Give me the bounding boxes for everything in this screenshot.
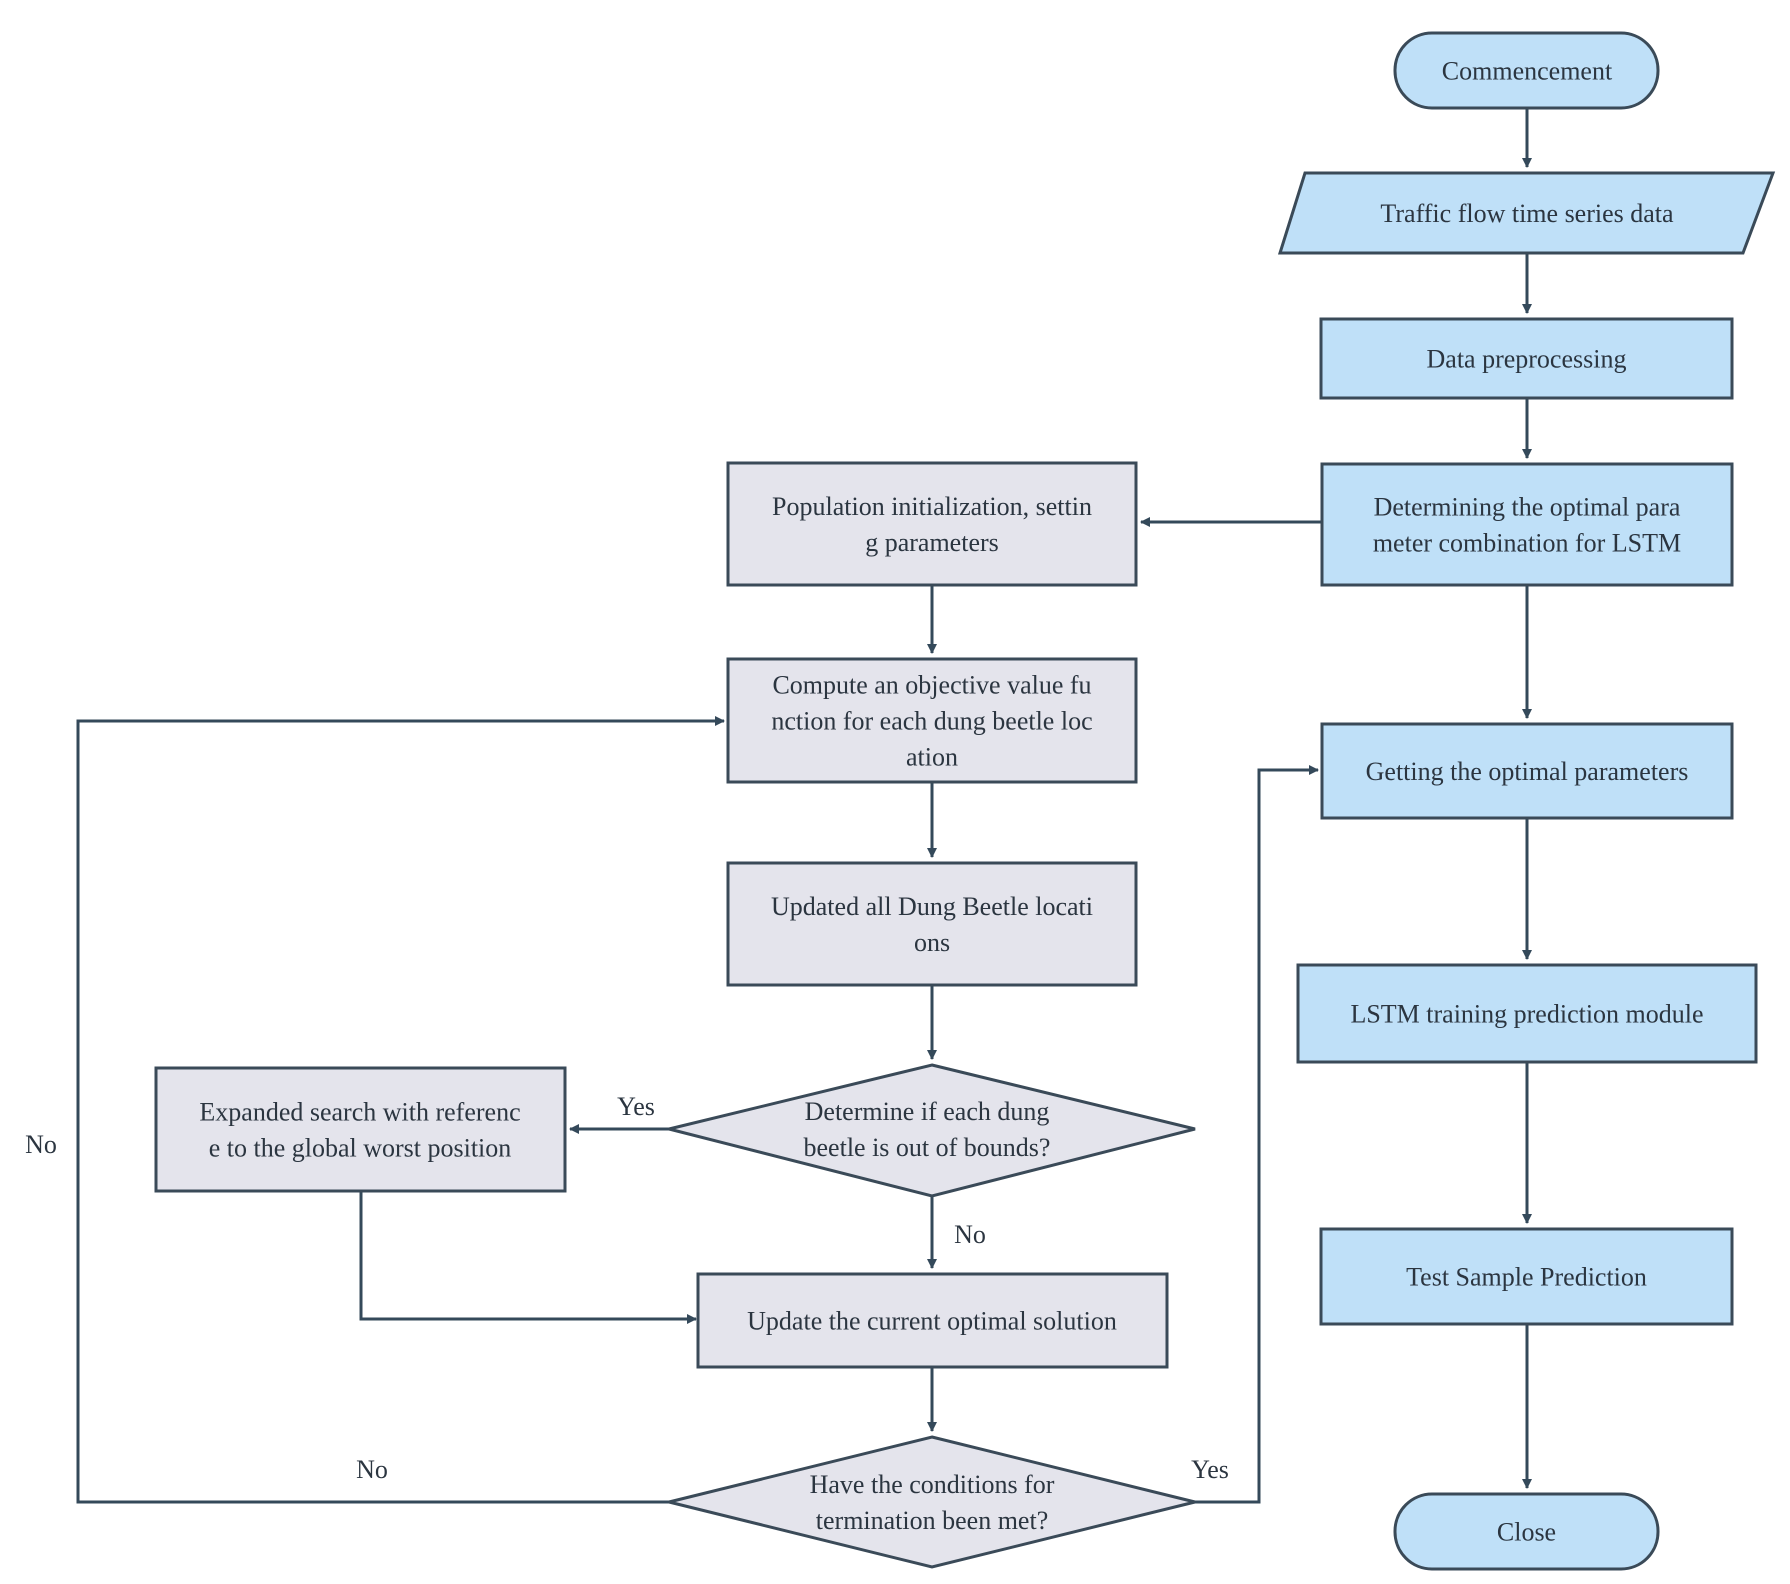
node-label-line: Determine if each dung bbox=[805, 1097, 1050, 1126]
node-label-line: LSTM training prediction module bbox=[1350, 1000, 1703, 1029]
node-termination[interactable]: Have the conditions for termination been … bbox=[668, 1435, 1196, 1569]
node-label-line: Expanded search with referenc bbox=[199, 1098, 520, 1127]
node-expanded-search[interactable]: Expanded search with referenc e to the gl… bbox=[154, 1066, 567, 1193]
node-label-line: Have the conditions for bbox=[810, 1470, 1055, 1499]
node-traffic-data[interactable]: Traffic flow time series data bbox=[1277, 171, 1776, 255]
node-label-line: beetle is out of bounds? bbox=[804, 1133, 1051, 1162]
arrow-expanded-to-update-optimal bbox=[359, 1191, 697, 1324]
node-label-line: Update the current optimal solution bbox=[747, 1307, 1117, 1336]
node-label-line: Data preprocessing bbox=[1427, 345, 1627, 374]
node-determine-params[interactable]: Determining the optimal para meter combin… bbox=[1320, 462, 1734, 587]
node-label-line: Compute an objective value fu bbox=[772, 671, 1091, 700]
node-population-init[interactable]: Population initialization, settin g param… bbox=[726, 461, 1138, 587]
label-termination-no: No bbox=[356, 1455, 388, 1484]
node-label-line: nction for each dung beetle loc bbox=[771, 707, 1092, 736]
node-label-line: Test Sample Prediction bbox=[1406, 1263, 1647, 1292]
label-termination-yes: Yes bbox=[1191, 1455, 1229, 1484]
node-label-line: Population initialization, settin bbox=[772, 492, 1092, 521]
connectors bbox=[76, 108, 1532, 1504]
node-close[interactable]: Close bbox=[1393, 1492, 1660, 1571]
node-commencement[interactable]: Commencement bbox=[1393, 31, 1660, 110]
node-label-line: termination been met? bbox=[816, 1506, 1048, 1535]
node-compute-objective[interactable]: Compute an objective value fu nction for … bbox=[726, 657, 1138, 784]
arrow-termination-no-loop bbox=[76, 716, 725, 1504]
node-label-line: g parameters bbox=[865, 528, 999, 557]
node-label-line: Traffic flow time series data bbox=[1380, 199, 1674, 228]
node-test-prediction[interactable]: Test Sample Prediction bbox=[1319, 1227, 1734, 1326]
node-label-line: Commencement bbox=[1442, 57, 1613, 86]
node-label-line: e to the global worst position bbox=[209, 1134, 512, 1163]
node-label-line: Getting the optimal parameters bbox=[1366, 757, 1689, 786]
label-loop-no: No bbox=[25, 1130, 57, 1159]
node-label-line: meter combination for LSTM bbox=[1373, 529, 1681, 558]
node-label-line: Determining the optimal para bbox=[1374, 493, 1681, 522]
node-out-of-bounds[interactable]: Determine if each dung beetle is out of b… bbox=[668, 1063, 1196, 1198]
node-update-locations[interactable]: Updated all Dung Beetle locati ons bbox=[726, 861, 1138, 987]
label-bounds-no: No bbox=[954, 1220, 986, 1249]
node-update-optimal[interactable]: Update the current optimal solution bbox=[696, 1272, 1169, 1369]
node-label-line: Updated all Dung Beetle locati bbox=[771, 892, 1093, 921]
label-bounds-yes: Yes bbox=[617, 1092, 655, 1121]
arrow-termination-yes-to-optimal bbox=[1195, 765, 1319, 1504]
node-optimal-params[interactable]: Getting the optimal parameters bbox=[1320, 722, 1734, 820]
node-label-line: ation bbox=[906, 743, 958, 772]
node-data-preprocessing[interactable]: Data preprocessing bbox=[1319, 317, 1734, 400]
node-label-line: Close bbox=[1497, 1518, 1556, 1547]
node-label-line: ons bbox=[914, 928, 950, 957]
node-lstm-training[interactable]: LSTM training prediction module bbox=[1296, 963, 1758, 1064]
